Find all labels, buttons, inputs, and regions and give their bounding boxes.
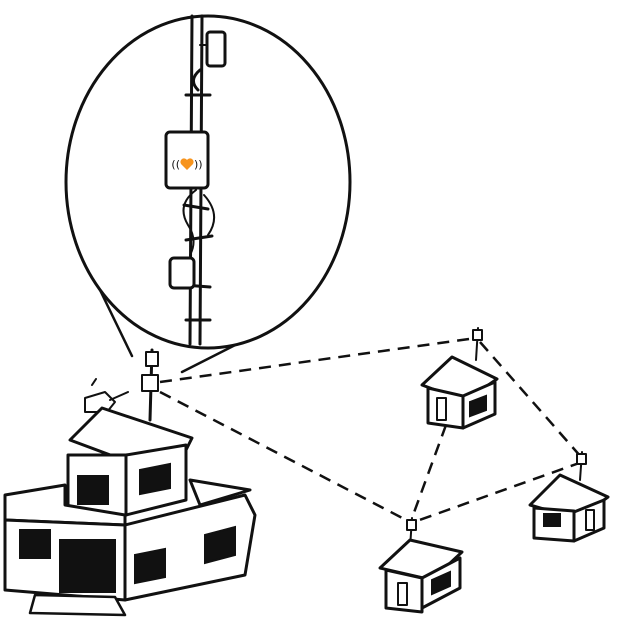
top-antenna [199, 30, 227, 68]
heart-icon [180, 158, 194, 170]
svg-text:(()): (()) [171, 158, 202, 171]
house-2 [528, 451, 610, 543]
mesh-links [159, 336, 583, 524]
zoom-callout: (()) [64, 14, 352, 374]
link-house1-to-house2 [479, 341, 583, 459]
link-house2-to-house3 [413, 460, 583, 524]
house-1 [420, 327, 499, 430]
main-building [3, 348, 257, 617]
lower-box [168, 256, 196, 290]
mesh-node-device: (()) [164, 130, 210, 190]
link-main-to-house3 [159, 390, 411, 524]
link-house1-to-house3 [410, 424, 448, 519]
link-main-to-house1 [159, 336, 477, 384]
house-3 [378, 517, 464, 614]
